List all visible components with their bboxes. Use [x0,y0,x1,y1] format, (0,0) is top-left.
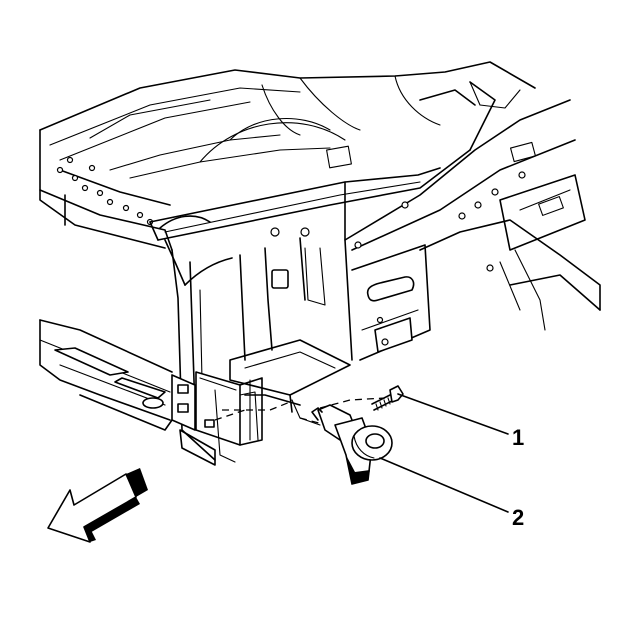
horn [311,404,393,485]
bolt [371,385,404,411]
callout-1-label: 1 [512,425,524,450]
callout-2-label: 2 [512,505,524,530]
lower-bracket-assembly [39,227,386,466]
front-frame-structure [39,61,601,361]
leader-line-2 [379,457,509,513]
front-direction-arrow-icon [47,468,148,543]
leader-line-1 [397,393,509,435]
